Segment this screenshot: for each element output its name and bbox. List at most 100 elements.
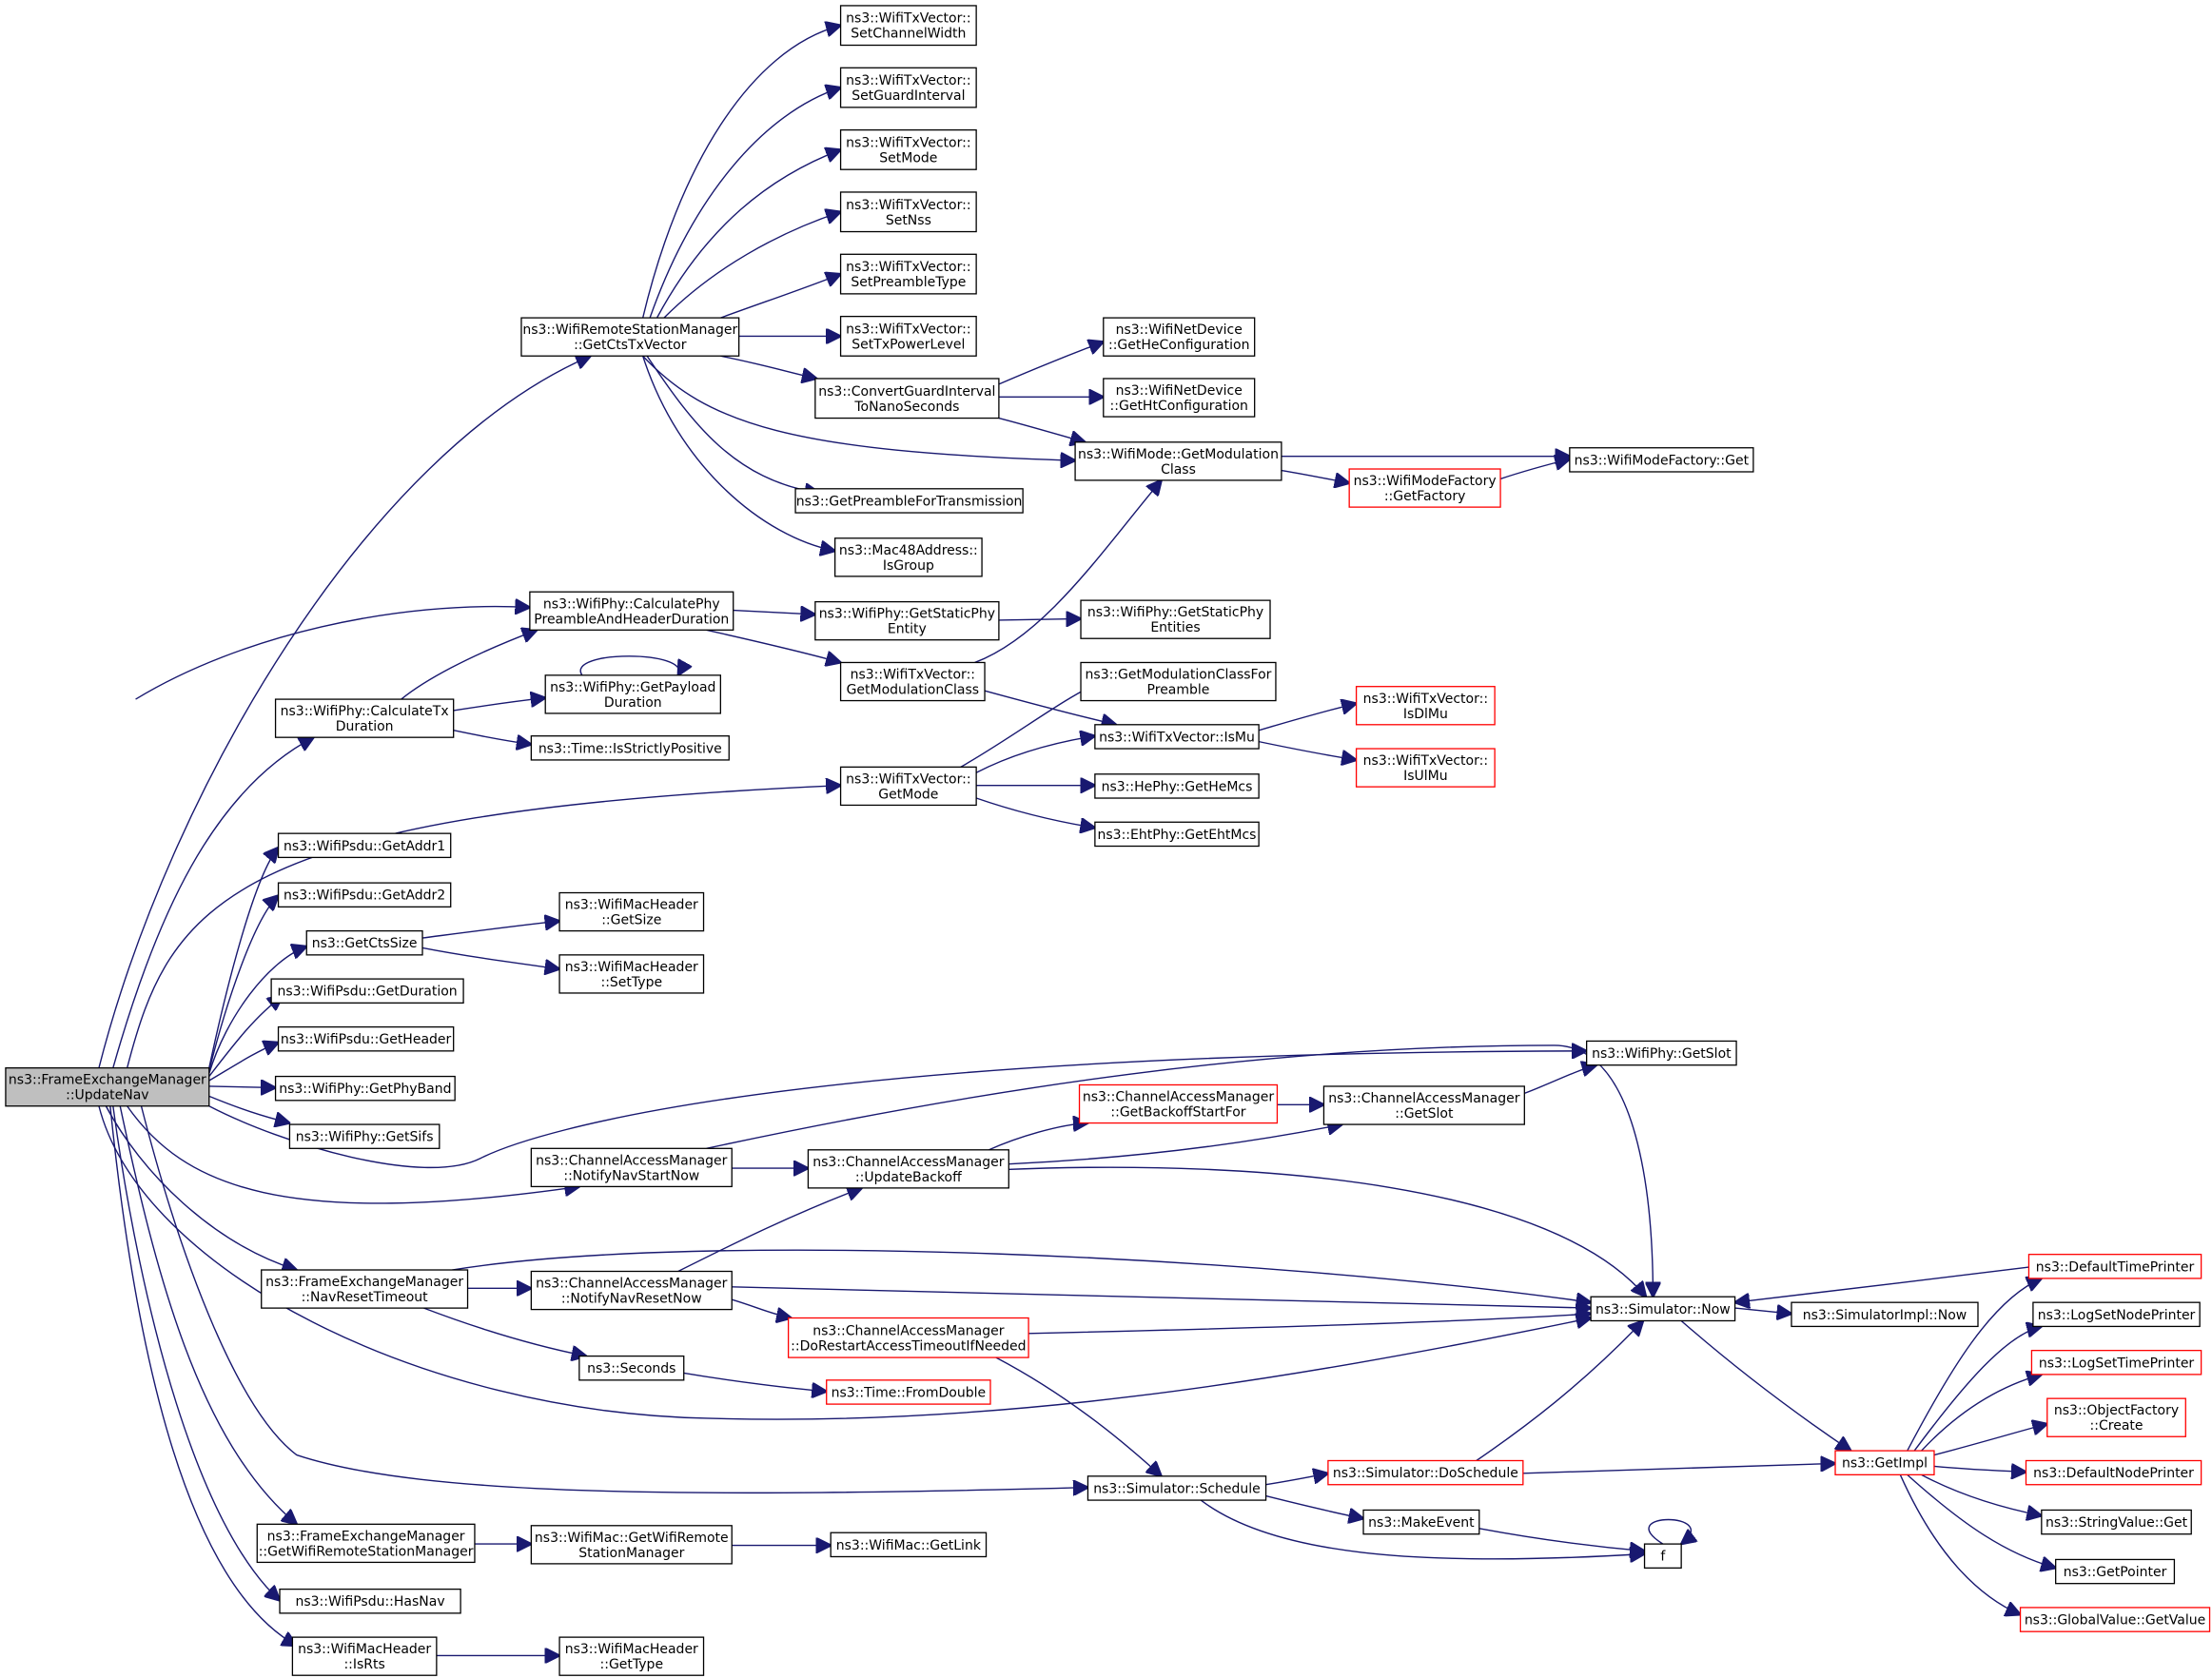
node-macGetWifiRSM[interactable]: ns3::WifiMac::GetWifiRemoteStationManage… bbox=[530, 1525, 733, 1565]
node-stringValueGet[interactable]: ns3::StringValue::Get bbox=[2041, 1509, 2192, 1535]
node-getCtsTxVector[interactable]: ns3::WifiRemoteStationManager::GetCtsTxV… bbox=[520, 317, 740, 357]
node-label: ns3::WifiMac::GetLink bbox=[836, 1538, 982, 1553]
node-label: ns3::Simulator::Now bbox=[1595, 1302, 1731, 1317]
node-doRestartAccess[interactable]: ns3::ChannelAccessManager::DoRestartAcce… bbox=[787, 1317, 1029, 1358]
node-isStrictlyPositive[interactable]: ns3::Time::IsStrictlyPositive bbox=[530, 735, 730, 761]
edge-ismu-isulmu bbox=[1259, 742, 1356, 760]
node-setGuardInterval[interactable]: ns3::WifiTxVector::SetGuardInterval bbox=[839, 67, 977, 108]
node-isGroup[interactable]: ns3::Mac48Address::IsGroup bbox=[833, 537, 983, 577]
node-defaultNodePrinter[interactable]: ns3::DefaultNodePrinter bbox=[2025, 1459, 2202, 1486]
node-box bbox=[274, 1075, 456, 1102]
node-box bbox=[530, 1147, 733, 1188]
node-box bbox=[2041, 1509, 2192, 1535]
node-txvGetMode[interactable]: ns3::WifiTxVector::GetMode bbox=[839, 766, 977, 807]
node-box bbox=[270, 978, 464, 1004]
node-calcPhyPreamble[interactable]: ns3::WifiPhy::CalculatePhyPreambleAndHea… bbox=[529, 591, 734, 631]
node-getHtConfig[interactable]: ns3::WifiNetDevice::GetHtConfiguration bbox=[1103, 378, 1256, 418]
node-getDuration[interactable]: ns3::WifiPsdu::GetDuration bbox=[270, 978, 464, 1004]
node-box bbox=[839, 253, 977, 295]
node-txvGetModClass[interactable]: ns3::WifiTxVector::GetModulationClass bbox=[839, 661, 986, 702]
node-setTxPowerLevel[interactable]: ns3::WifiTxVector::SetTxPowerLevel bbox=[839, 315, 977, 357]
node-getImpl[interactable]: ns3::GetImpl bbox=[1834, 1450, 1935, 1475]
node-getSifs[interactable]: ns3::WifiPhy::GetSifs bbox=[288, 1123, 440, 1149]
node-setMode[interactable]: ns3::WifiTxVector::SetMode bbox=[839, 128, 977, 170]
node-simImplNow[interactable]: ns3::SimulatorImpl::Now bbox=[1791, 1301, 1979, 1328]
node-box bbox=[1569, 447, 1754, 473]
node-box bbox=[2027, 1254, 2202, 1279]
node-fromDouble[interactable]: ns3::Time::FromDouble bbox=[826, 1379, 991, 1405]
node-root[interactable]: ns3::FrameExchangeManager::UpdateNav bbox=[5, 1067, 210, 1107]
node-box bbox=[530, 735, 730, 761]
edge-makeevent-f bbox=[1479, 1529, 1645, 1551]
node-box bbox=[529, 591, 734, 631]
edge-doschedule-simnow bbox=[1477, 1320, 1643, 1460]
node-getFactory[interactable]: ns3::WifiModeFactory::GetFactory bbox=[1348, 468, 1501, 508]
node-getWifiRSM[interactable]: ns3::FrameExchangeManager::GetWifiRemote… bbox=[256, 1523, 476, 1564]
node-getEhtMcs[interactable]: ns3::EhtPhy::GetEhtMcs bbox=[1094, 821, 1260, 848]
node-hasNav[interactable]: ns3::WifiPsdu::HasNav bbox=[279, 1588, 461, 1614]
node-makeEvent[interactable]: ns3::MakeEvent bbox=[1362, 1509, 1480, 1535]
node-getHeader[interactable]: ns3::WifiPsdu::GetHeader bbox=[277, 1025, 455, 1052]
node-label: ns3::WifiPsdu::GetAddr2 bbox=[284, 888, 445, 904]
node-updateBackoff[interactable]: ns3::ChannelAccessManager::UpdateBackoff bbox=[807, 1149, 1009, 1189]
node-getAddr2[interactable]: ns3::WifiPsdu::GetAddr2 bbox=[277, 882, 452, 908]
node-getCtsSize[interactable]: ns3::GetCtsSize bbox=[305, 929, 423, 956]
node-macHdrGetSize[interactable]: ns3::WifiMacHeader::GetSize bbox=[558, 891, 705, 932]
node-box bbox=[277, 882, 452, 908]
node-simNow[interactable]: ns3::Simulator::Now bbox=[1590, 1296, 1736, 1322]
node-macHdrGetType[interactable]: ns3::WifiMacHeader::GetType bbox=[558, 1636, 705, 1676]
node-getPreambleForTx[interactable]: ns3::GetPreambleForTransmission bbox=[794, 488, 1024, 514]
node-box bbox=[1322, 1085, 1525, 1125]
node-getPhyBand[interactable]: ns3::WifiPhy::GetPhyBand bbox=[274, 1075, 456, 1102]
node-objectFactoryCreate[interactable]: ns3::ObjectFactory::Create bbox=[2046, 1397, 2186, 1437]
edge-root-getwifirsm bbox=[120, 1106, 297, 1525]
node-label: ::SetType bbox=[600, 975, 662, 990]
node-getAddr1[interactable]: ns3::WifiPsdu::GetAddr1 bbox=[277, 832, 452, 859]
node-getHeConfig[interactable]: ns3::WifiNetDevice::GetHeConfiguration bbox=[1103, 317, 1256, 357]
node-camGetSlot[interactable]: ns3::ChannelAccessManager::GetSlot bbox=[1322, 1085, 1525, 1125]
node-notifyNavResetNow[interactable]: ns3::ChannelAccessManager::NotifyNavRese… bbox=[530, 1270, 733, 1311]
edge-simnow-simimplnow bbox=[1735, 1308, 1791, 1314]
edge-notifynavresetnow-simnow bbox=[732, 1287, 1591, 1308]
node-doSchedule[interactable]: ns3::Simulator::DoSchedule bbox=[1327, 1459, 1524, 1486]
node-notifyNavStartNow[interactable]: ns3::ChannelAccessManager::NotifyNavStar… bbox=[530, 1147, 733, 1188]
node-box bbox=[1348, 468, 1501, 508]
node-isDlMu[interactable]: ns3::WifiTxVector::IsDlMu bbox=[1355, 686, 1496, 726]
node-modeFactoryGet[interactable]: ns3::WifiModeFactory::Get bbox=[1569, 447, 1754, 473]
node-macHdrSetType[interactable]: ns3::WifiMacHeader::SetType bbox=[558, 954, 705, 994]
node-macGetLink[interactable]: ns3::WifiMac::GetLink bbox=[830, 1532, 988, 1558]
node-layer: ns3::FrameExchangeManager::UpdateNavns3:… bbox=[5, 5, 2211, 1676]
node-logSetNodePrinter[interactable]: ns3::LogSetNodePrinter bbox=[2032, 1301, 2201, 1328]
node-setChannelWidth[interactable]: ns3::WifiTxVector::SetChannelWidth bbox=[839, 5, 977, 47]
node-label: ns3::WifiMacHeader bbox=[565, 1642, 698, 1657]
node-logSetTimePrinter[interactable]: ns3::LogSetTimePrinter bbox=[2030, 1350, 2202, 1376]
node-isUlMu[interactable]: ns3::WifiTxVector::IsUlMu bbox=[1355, 748, 1496, 788]
node-globalValueGetValue[interactable]: ns3::GlobalValue::GetValue bbox=[2019, 1607, 2211, 1632]
node-label: ns3::WifiPhy::GetPayload bbox=[550, 680, 715, 695]
node-f[interactable]: f bbox=[1643, 1543, 1682, 1569]
node-seconds[interactable]: ns3::Seconds bbox=[578, 1355, 685, 1381]
node-schedule[interactable]: ns3::Simulator::Schedule bbox=[1086, 1475, 1267, 1501]
edge-getimpl-objectfactorycreate bbox=[1934, 1424, 2047, 1455]
node-getHeMcs[interactable]: ns3::HePhy::GetHeMcs bbox=[1094, 773, 1260, 799]
node-defaultTimePrinter[interactable]: ns3::DefaultTimePrinter bbox=[2027, 1254, 2202, 1279]
node-phyGetSlot[interactable]: ns3::WifiPhy::GetSlot bbox=[1586, 1040, 1737, 1066]
node-isMu[interactable]: ns3::WifiTxVector::IsMu bbox=[1094, 724, 1260, 750]
node-label: Duration bbox=[336, 719, 394, 734]
node-getBackoffStartFor[interactable]: ns3::ChannelAccessManager::GetBackoffSta… bbox=[1078, 1083, 1279, 1124]
node-box bbox=[839, 128, 977, 170]
node-getPointer[interactable]: ns3::GetPointer bbox=[2055, 1558, 2176, 1585]
node-isRts[interactable]: ns3::WifiMacHeader::IsRts bbox=[291, 1636, 438, 1676]
edge-root-navresettimeout bbox=[106, 1106, 296, 1270]
node-setPreambleType[interactable]: ns3::WifiTxVector::SetPreambleType bbox=[839, 253, 977, 295]
node-navResetTimeout[interactable]: ns3::FrameExchangeManager::NavResetTimeo… bbox=[261, 1269, 469, 1309]
node-getModClass[interactable]: ns3::WifiMode::GetModulationClass bbox=[1074, 441, 1282, 481]
node-setNss[interactable]: ns3::WifiTxVector::SetNss bbox=[839, 191, 977, 233]
node-label: ns3::ChannelAccessManager bbox=[1328, 1091, 1520, 1106]
